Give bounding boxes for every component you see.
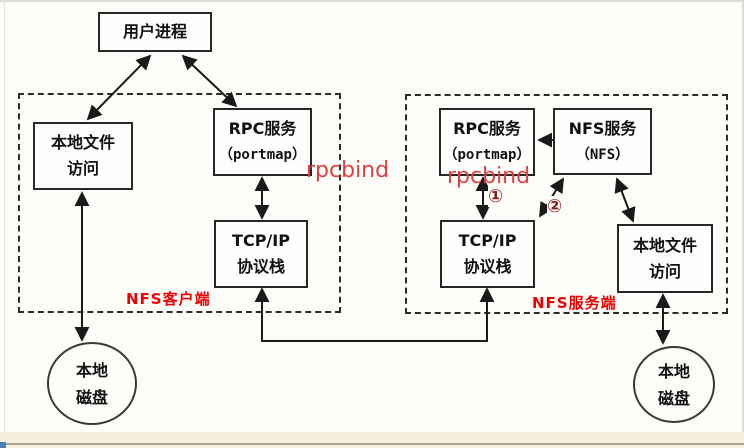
node-server-disk: 本地 磁盘 <box>633 346 715 423</box>
step1-badge: ① <box>488 186 504 207</box>
arrow-user-to-client-local-file <box>86 54 152 121</box>
node-server-tcpip: TCP/IP 协议栈 <box>440 220 535 288</box>
node-client-rpc-line1: RPC服务 <box>228 119 297 138</box>
node-user-process-label: 用户进程 <box>122 22 187 41</box>
node-server-local-file-line1: 本地文件 <box>632 235 697 255</box>
server-region-label: NFS服务端 <box>532 294 617 312</box>
node-server-tcpip-line1: TCP/IP <box>458 231 517 250</box>
node-server-nfs-line2: （NFS） <box>575 146 630 163</box>
node-server-nfs: NFS服务 （NFS） <box>553 108 652 175</box>
node-client-tcpip: TCP/IP 协议栈 <box>214 220 308 288</box>
frame-right-edge <box>742 0 744 448</box>
node-client-tcpip-line1: TCP/IP <box>232 231 290 250</box>
node-server-disk-line2: 磁盘 <box>657 388 690 408</box>
node-client-tcpip-line2: 协议栈 <box>236 257 285 276</box>
node-client-disk-line1: 本地 <box>75 360 108 380</box>
node-server-rpc: RPC服务 （portmap） <box>439 108 535 176</box>
client-rpcbind-annotation: rpcbind <box>306 158 390 183</box>
server-region-boundary <box>405 94 728 314</box>
node-client-disk: 本地 磁盘 <box>47 342 137 425</box>
node-client-disk-line2: 磁盘 <box>75 387 108 407</box>
frame-top-edge <box>0 0 744 2</box>
node-client-local-file-line1: 本地文件 <box>50 133 115 152</box>
node-client-local-file-line2: 访问 <box>66 159 99 178</box>
arrow-client-tcpip-to-server-tcpip <box>254 287 495 342</box>
arrow-server-nfs-to-server-local-file <box>614 177 636 223</box>
frame-left-edge <box>4 0 5 432</box>
node-server-rpc-line2: （portmap） <box>443 147 531 163</box>
client-region-label: NFS客户端 <box>126 290 211 308</box>
node-server-nfs-line1: NFS服务 <box>568 118 637 138</box>
bottom-strip-line <box>0 443 744 445</box>
bottom-strip-accent <box>0 442 6 448</box>
node-server-rpc-line1: RPC服务 <box>453 119 521 138</box>
node-client-rpc: RPC服务 （portmap） <box>213 108 312 176</box>
node-server-local-file-line2: 访问 <box>648 261 681 281</box>
node-server-local-file: 本地文件 访问 <box>617 224 713 293</box>
node-user-process: 用户进程 <box>98 12 212 52</box>
node-client-local-file: 本地文件 访问 <box>33 122 133 190</box>
node-client-rpc-line2: （portmap） <box>218 147 306 163</box>
node-server-disk-line1: 本地 <box>657 361 690 381</box>
node-server-tcpip-line2: 协议栈 <box>463 257 512 276</box>
arrow-user-to-client-rpc <box>181 54 238 108</box>
step2-badge: ② <box>547 196 563 217</box>
client-region-boundary <box>18 93 341 313</box>
